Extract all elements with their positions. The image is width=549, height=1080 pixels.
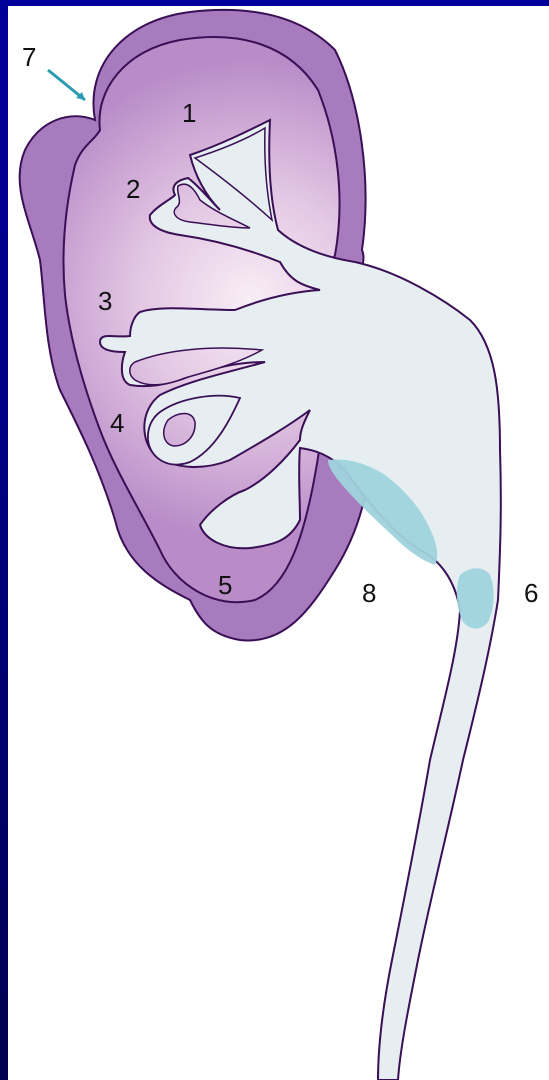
label-4: 4 bbox=[110, 410, 124, 436]
highlight-region-6 bbox=[457, 568, 494, 628]
label-8: 8 bbox=[362, 580, 376, 606]
label-5: 5 bbox=[218, 572, 232, 598]
label-2: 2 bbox=[126, 176, 140, 202]
label-7: 7 bbox=[22, 44, 36, 70]
label-3: 3 bbox=[98, 288, 112, 314]
label-6: 6 bbox=[524, 580, 538, 606]
label-1: 1 bbox=[182, 100, 196, 126]
